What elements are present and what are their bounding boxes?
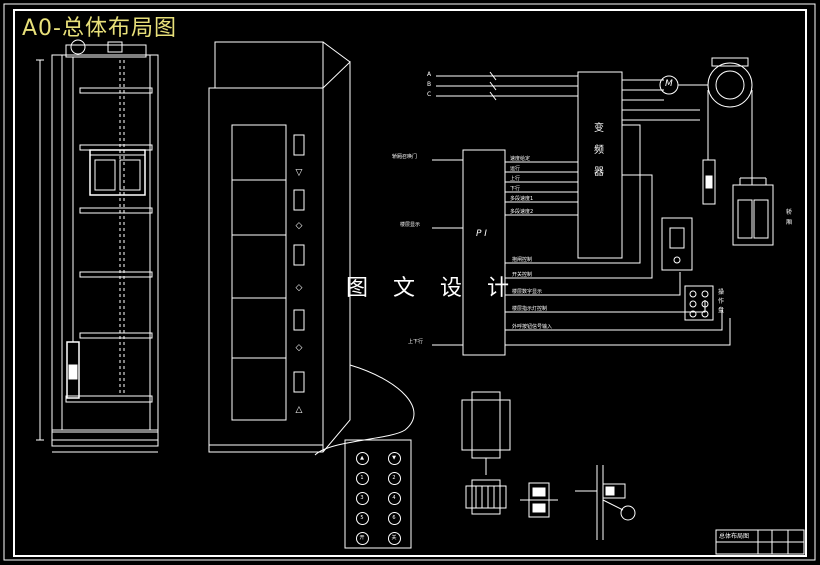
input-label-2: 楼层显示 [400,222,421,228]
floor-indicators: ▽ ◇ ◇ ◇ △ [293,134,305,415]
pendant-button-6[interactable]: 6 [387,512,401,525]
schematic-car [732,184,774,246]
phase-label-b: B [427,81,432,88]
input-label-1: 轿厢召唤门 [392,154,418,160]
cabinet-3d-view: ▽ ◇ ◇ ◇ △ [208,41,415,456]
component-details [461,391,636,540]
plc-output-9: 楼层数字显示 [512,289,543,295]
plc-output-3: 上行 [510,176,521,182]
pendant-buttons: ▲ ▼ 1 2 3 4 5 6 开 关 [350,452,406,545]
plc-output-8: 开关控制 [512,272,533,278]
control-pendant [344,439,412,549]
pendant-button-down[interactable]: ▼ [387,452,401,465]
phase-label-a: A [427,71,432,78]
pendant-button-open[interactable]: 开 [355,532,369,545]
plc-output-6: 多段速度2 [510,209,534,215]
watermark-text: 图 文 设 计 [346,276,518,301]
phase-label-c: C [427,91,432,98]
traction-sheave [707,62,753,108]
sheet-border-outer [3,3,816,561]
pendant-button-close[interactable]: 关 [387,532,401,545]
pendant-cable [314,364,415,456]
inverter-label: 变 频 器 [594,123,604,178]
pendant-button-5[interactable]: 5 [355,512,369,525]
title-block [715,529,805,555]
motor-label: M [665,79,673,89]
svg-text:▽: ▽ [296,168,303,178]
shaft-floor-beams [65,87,153,403]
pendant-button-1[interactable]: 1 [355,472,369,485]
operation-panel [684,285,714,321]
schematic-wiring [432,57,774,356]
plc-box [462,149,506,356]
drawing-title: A0-总体布局图 [22,16,177,41]
svg-text:◇: ◇ [296,343,303,353]
input-label-3: 上下行 [408,339,424,345]
elevator-car [89,149,146,196]
pendant-button-up[interactable]: ▲ [355,452,369,465]
plc-output-5: 多段速度1 [510,196,534,202]
floor-display [661,217,693,271]
plc-output-1: 速度给定 [510,156,531,162]
plc-output-2: 运行 [510,166,521,172]
right-label-panel: 操作盘 [718,289,725,314]
svg-text:◇: ◇ [296,283,303,293]
plc-output-10: 楼层指示灯控制 [512,306,548,312]
svg-text:◇: ◇ [296,221,303,231]
plc-output-4: 下行 [510,186,521,192]
plc-label: P I [476,229,487,239]
svg-text:△: △ [296,405,303,415]
pendant-button-4[interactable]: 4 [387,492,401,505]
plc-output-11: 外呼按钮信号输入 [512,324,553,330]
title-block-name: 总体布局图 [719,533,750,540]
shaft-elevation [36,39,159,453]
sheet-border-inner [13,9,807,557]
schematic-counterweight [702,159,716,205]
inverter-box [577,71,623,259]
pendant-button-2[interactable]: 2 [387,472,401,485]
pendant-button-3[interactable]: 3 [355,492,369,505]
plc-output-7: 抱闸控制 [512,257,533,263]
right-label-car: 轿厢 [786,209,793,226]
